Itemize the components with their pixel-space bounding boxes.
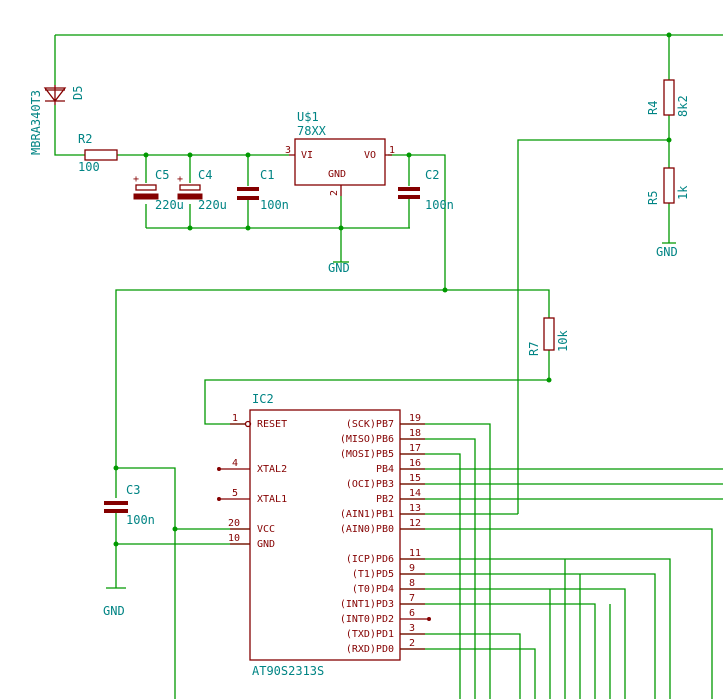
ic2-pin-num: 4 — [232, 458, 238, 469]
ic2-pin-num: 5 — [232, 488, 238, 499]
r2-value: 100 — [78, 160, 100, 174]
ic2-pin-num: 2 — [409, 638, 415, 649]
ic2-pin-num: 3 — [409, 623, 415, 634]
u1-num-gnd: 2 — [329, 190, 340, 196]
resistor-r7 — [543, 317, 555, 351]
ic2-pin-name: (T1)PD5 — [352, 569, 394, 580]
r5-gnd-label: GND — [656, 245, 678, 259]
ic2-pin-num: 13 — [409, 503, 421, 514]
resistor-r4 — [663, 79, 675, 116]
u1-value: 78XX — [297, 124, 327, 138]
ic2-pin-num: 20 — [228, 518, 240, 529]
d5-value: MBRA340T3 — [29, 90, 43, 155]
svg-text:+: + — [177, 174, 183, 185]
resistor-r2 — [84, 149, 118, 161]
ic2-pin-num: 9 — [409, 563, 415, 574]
regulator-u1 — [289, 138, 392, 196]
r4-value: 8k2 — [676, 95, 690, 117]
r2-ref: R2 — [78, 132, 92, 146]
ic2-pin-num: 17 — [409, 443, 421, 454]
ic2-pin-name: RESET — [257, 419, 287, 430]
u1-ref: U$1 — [297, 110, 319, 124]
ic2-pin-name: (TXD)PD1 — [346, 629, 394, 640]
ic2-pin-num: 18 — [409, 428, 421, 439]
ic2-pin-num: 10 — [228, 533, 240, 544]
c2-value: 100n — [425, 198, 454, 212]
r5-ref: R5 — [646, 191, 660, 205]
junctions — [113, 32, 672, 547]
u1-num-vi: 3 — [285, 145, 291, 156]
ic2-pin-name: (SCK)PB7 — [346, 419, 394, 430]
ic2-value: AT90S2313S — [252, 664, 324, 678]
u1-num-vo: 1 — [389, 145, 395, 156]
u1-pin-vi: VI — [301, 150, 313, 161]
ic2-pin-name: (AIN1)PB1 — [340, 509, 394, 520]
ic2-pin-name: VCC — [257, 524, 275, 535]
ic2-pin-num: 11 — [409, 548, 421, 559]
u1-pin-vo: VO — [364, 150, 376, 161]
ic2-pin-num: 8 — [409, 578, 415, 589]
ic2-pin-name: (ICP)PD6 — [346, 554, 394, 565]
c3-value: 100n — [126, 513, 155, 527]
c1-value: 100n — [260, 198, 289, 212]
capacitor-c4: + — [177, 174, 203, 200]
c5-value: 220u — [155, 198, 184, 212]
c5-ref: C5 — [155, 168, 169, 182]
c2-ref: C2 — [425, 168, 439, 182]
ic2-pin-name: (AIN0)PB0 — [340, 524, 394, 535]
c1-ref: C1 — [260, 168, 274, 182]
resistor-r5 — [663, 167, 675, 204]
ic2-pin-name: XTAL1 — [257, 494, 287, 505]
c4-value: 220u — [198, 198, 227, 212]
ic2-pin-num: 15 — [409, 473, 421, 484]
u1-pin-gnd: GND — [328, 169, 346, 180]
ic2-pin-name: XTAL2 — [257, 464, 287, 475]
ic2-pin-name: GND — [257, 539, 275, 550]
r4-ref: R4 — [646, 101, 660, 115]
ic2-pin-name: (MISO)PB6 — [340, 434, 394, 445]
d5-ref: D5 — [71, 86, 85, 100]
ic2-pin-num: 16 — [409, 458, 421, 469]
u1-gnd-label: GND — [328, 261, 350, 275]
svg-text:+: + — [133, 174, 139, 185]
ic2-body — [217, 409, 431, 661]
wires — [54, 34, 723, 699]
capacitor-c5: + — [133, 174, 159, 200]
ic2-left-pins: 1 RESET 4 XTAL2 5 XTAL1 20 VCC 10 GND — [228, 413, 287, 550]
ic2-pin-name: PB2 — [376, 494, 394, 505]
ic2-ref: IC2 — [252, 392, 274, 406]
r7-ref: R7 — [527, 342, 541, 356]
ic2-pin-name: (T0)PD4 — [352, 584, 394, 595]
capacitor-c2 — [398, 187, 420, 199]
r7-value: 10k — [556, 330, 570, 352]
ic2-pin-num: 1 — [232, 413, 238, 424]
c3-gnd-label: GND — [103, 604, 125, 618]
ic2-pin-num: 12 — [409, 518, 421, 529]
diode-d5 — [43, 85, 67, 105]
ic2-pin-name: (INT1)PD3 — [340, 599, 394, 610]
ic2-pin-name: PB4 — [376, 464, 394, 475]
c4-ref: C4 — [198, 168, 212, 182]
ic2-pin-num: 19 — [409, 413, 421, 424]
ic2-pin-num: 7 — [409, 593, 415, 604]
ic2-pin-name: (MOSI)PB5 — [340, 449, 394, 460]
ic2-right-pins: (SCK)PB7 19 (MISO)PB6 18 (MOSI)PB5 17 PB… — [340, 413, 421, 655]
ic2-pin-num: 6 — [409, 608, 415, 619]
r5-value: 1k — [676, 185, 690, 200]
capacitor-c1 — [237, 187, 259, 200]
c3-ref: C3 — [126, 483, 140, 497]
ic2-pin-name: (INT0)PD2 — [340, 614, 394, 625]
ic2-pin-num: 14 — [409, 488, 421, 499]
capacitor-c3 — [104, 501, 128, 513]
ic2-pin-name: (OCI)PB3 — [346, 479, 394, 490]
ic2-pin-name: (RXD)PD0 — [346, 644, 394, 655]
